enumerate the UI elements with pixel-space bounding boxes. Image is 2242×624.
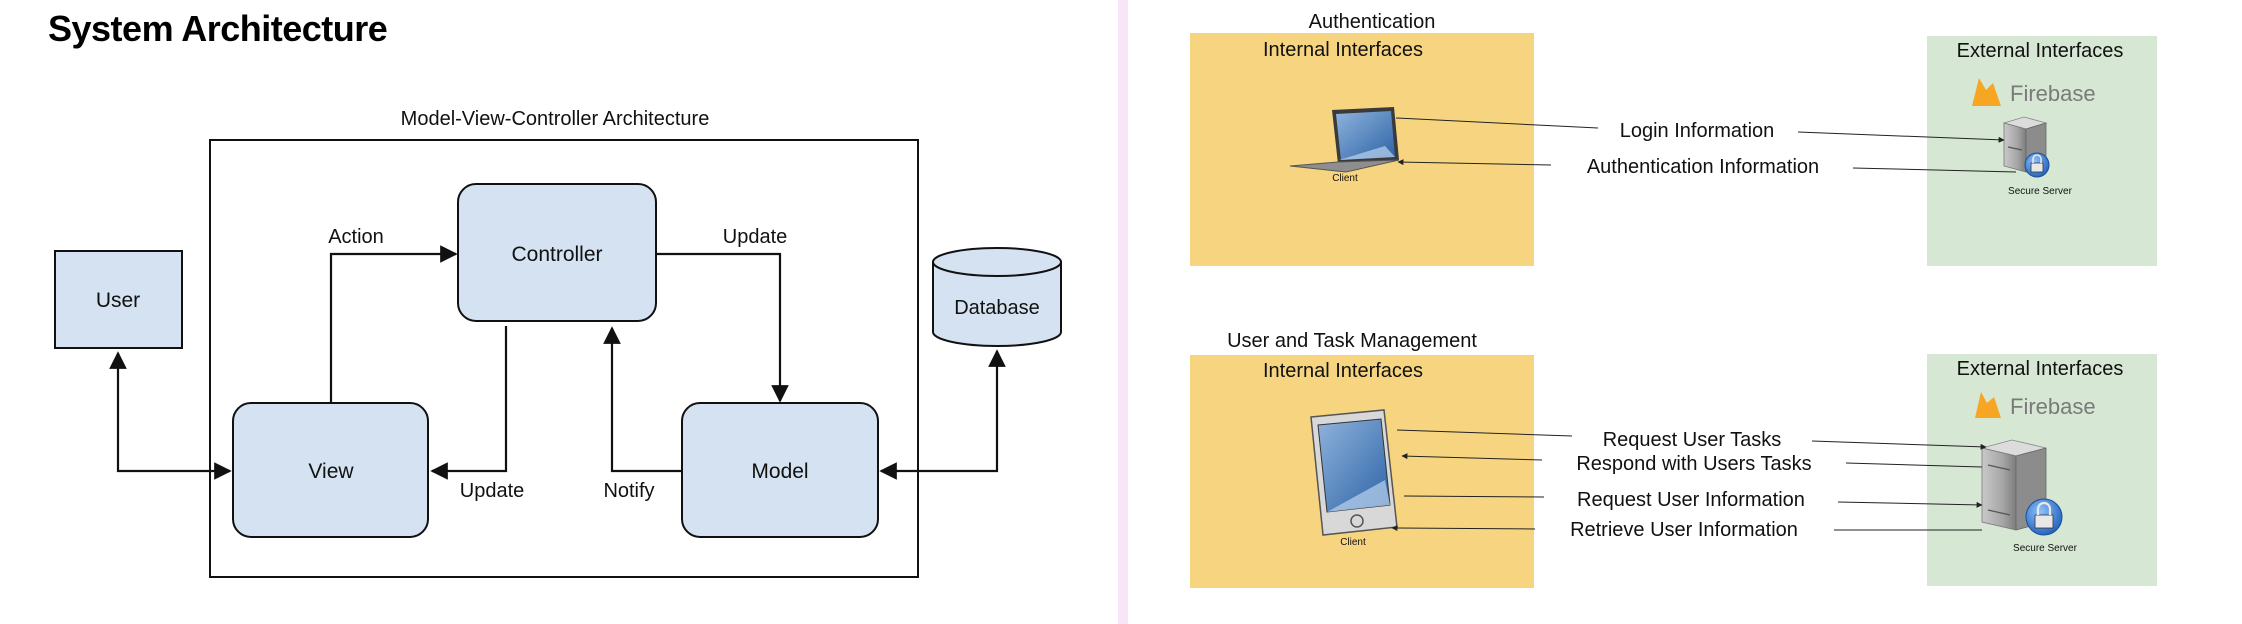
request-info-line-a	[1403, 495, 1545, 498]
auth-client-label: Client	[1332, 173, 1358, 184]
laptop-icon	[1289, 107, 1400, 173]
request-info-line-b	[1837, 501, 1983, 508]
tasks-client-label: Client	[1340, 537, 1366, 548]
auth-external-title: External Interfaces	[1957, 40, 2124, 62]
respond-tasks-line-b	[1845, 462, 1983, 468]
controller-label: Controller	[511, 243, 602, 266]
auth-line-b	[1852, 167, 2017, 173]
auth-firebase-label: Firebase	[2010, 81, 2096, 106]
update-arrow-top	[657, 252, 789, 403]
request-tasks-line-b	[1811, 440, 1987, 450]
auth-panel: Authentication Internal Interfaces Exter…	[1190, 11, 2157, 266]
model-label: Model	[751, 460, 808, 483]
view-node: View	[232, 402, 429, 538]
tasks-message-retrieve-info: Retrieve User Information	[1570, 519, 1798, 541]
auth-secure-server-icon	[2002, 116, 2050, 178]
notify-label: Notify	[603, 480, 654, 502]
mvc-connectors	[109, 245, 1006, 480]
user-view-arrow	[109, 351, 232, 480]
model-node: Model	[681, 402, 879, 538]
notify-arrow	[603, 326, 682, 473]
user-node: User	[54, 250, 183, 349]
view-label: View	[308, 460, 354, 483]
panel-divider	[1118, 0, 1128, 624]
tasks-secure-server-icon	[1981, 439, 2063, 536]
request-tasks-line-a	[1396, 429, 1573, 437]
tasks-message-respond-tasks: Respond with Users Tasks	[1576, 453, 1811, 475]
respond-tasks-line-a	[1401, 453, 1543, 461]
tasks-internal-title: Internal Interfaces	[1263, 360, 1423, 382]
action-label: Action	[328, 226, 384, 248]
controller-node: Controller	[457, 183, 657, 322]
database-label: Database	[954, 297, 1040, 319]
update-label-top: Update	[723, 226, 788, 248]
firebase-flame-icon	[1972, 78, 2001, 106]
user-label: User	[96, 289, 140, 312]
database-node: Database	[932, 247, 1062, 347]
tasks-external-title: External Interfaces	[1957, 358, 2124, 380]
mvc-frame-title: Model-View-Controller Architecture	[401, 108, 710, 130]
auth-section-title: Authentication	[1309, 11, 1436, 33]
action-arrow	[329, 245, 458, 403]
auth-firebase-logo: Firebase	[1972, 78, 2096, 106]
update-label-bottom: Update	[460, 480, 525, 502]
tasks-panel: User and Task Management Internal Interf…	[1190, 330, 2157, 588]
auth-internal-title: Internal Interfaces	[1263, 39, 1423, 61]
auth-message-lines	[1395, 117, 2017, 173]
auth-server-label: Secure Server	[2008, 186, 2073, 197]
auth-message-login: Login Information	[1620, 120, 1775, 142]
tasks-firebase-logo: Firebase	[1975, 392, 2096, 419]
login-line-a	[1395, 117, 1599, 129]
tasks-message-request-tasks: Request User Tasks	[1603, 429, 1782, 451]
login-line-b	[1797, 131, 2005, 143]
tasks-server-label: Secure Server	[2013, 543, 2078, 554]
auth-line-a	[1397, 159, 1552, 166]
tablet-icon	[1310, 409, 1398, 536]
tasks-message-lines	[1391, 429, 1987, 532]
page-title: System Architecture	[48, 8, 388, 49]
auth-message-authentication: Authentication Information	[1587, 156, 1819, 178]
mvc-diagram: Model-View-Controller Architecture Use	[54, 108, 1062, 578]
retrieve-info-line-a	[1391, 525, 1536, 532]
tasks-firebase-label: Firebase	[2010, 394, 2096, 419]
model-database-arrow	[879, 349, 1006, 480]
firebase-flame-icon	[1975, 392, 2001, 418]
tasks-message-request-info: Request User Information	[1577, 489, 1805, 511]
update-arrow-bottom	[430, 326, 508, 480]
tasks-section-title: User and Task Management	[1227, 330, 1477, 352]
